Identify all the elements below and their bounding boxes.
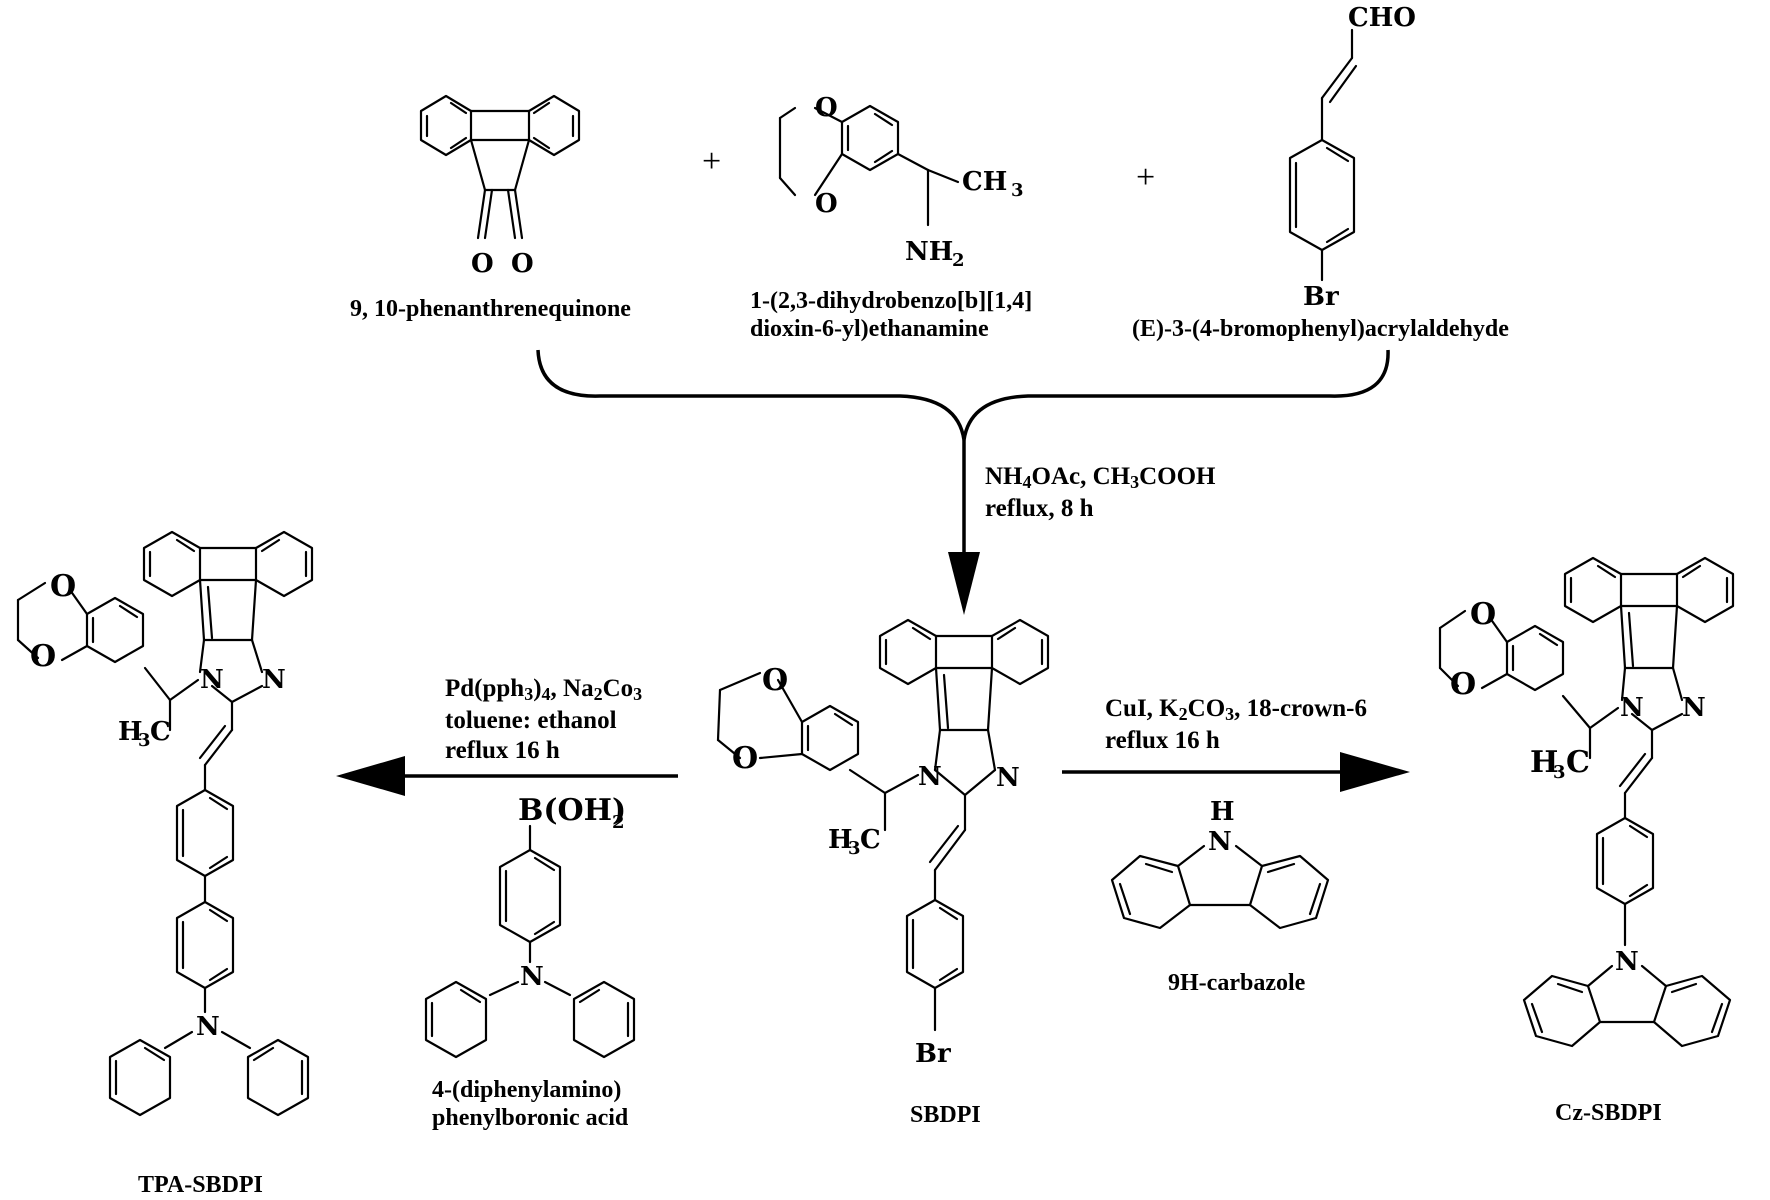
step1-conditions-line1: NH4OAc, CH3COOH — [985, 463, 1216, 492]
plus-sign: + — [702, 143, 721, 180]
step1-conditions-line2: reflux, 8 h — [985, 495, 1094, 522]
atom-subscript: 2 — [952, 250, 965, 271]
atom-o: O — [511, 249, 534, 279]
atom-o: O — [1450, 667, 1476, 702]
atom-c: C — [1566, 745, 1590, 780]
atom-subscript: 3 — [1011, 180, 1024, 201]
atom-subscript: 3 — [138, 730, 151, 751]
atom-c: C — [150, 717, 171, 747]
atom-n: N — [1682, 693, 1706, 723]
carbazole-label: 9H-carbazole — [1168, 970, 1306, 996]
reagent2-label-line1: 1-(2,3-dihydrobenzo[b][1,4] — [750, 288, 1032, 314]
boronic-label-line1: 4-(diphenylamino) — [432, 1077, 621, 1103]
atom-o: O — [30, 639, 56, 674]
atom-n: N — [200, 665, 224, 695]
sbdpi-label: SBDPI — [910, 1102, 981, 1128]
bromophenyl-acrylaldehyde-structure: CHO Br — [1288, 3, 1416, 312]
reagent3-label: (E)-3-(4-bromophenyl)acrylaldehyde — [1132, 316, 1509, 342]
atom-n: N — [262, 665, 286, 695]
atom-ch: CH — [962, 167, 1007, 197]
atom-br: Br — [1303, 282, 1339, 312]
boronic-label-line2: phenylboronic acid — [432, 1105, 629, 1131]
cz-sbdpi-label: Cz-SBDPI — [1555, 1100, 1662, 1126]
step1-arrow-head — [948, 552, 980, 615]
atom-boh: B(OH) — [518, 793, 626, 828]
reagent1-label: 9, 10-phenanthrenequinone — [350, 296, 631, 322]
atom-o: O — [1470, 597, 1496, 632]
plus-sign: + — [1136, 159, 1155, 196]
atom-o: O — [732, 741, 758, 776]
ullmann-conditions-line2: reflux 16 h — [1105, 727, 1220, 754]
atom-h: H — [828, 825, 853, 855]
atom-n: N — [196, 1012, 220, 1042]
atom-subscript: 3 — [1553, 762, 1566, 783]
atom-nh: NH — [905, 237, 953, 267]
atom-n: N — [520, 962, 544, 992]
atom-o: O — [815, 93, 838, 123]
atom-c: C — [860, 825, 881, 855]
atom-o: O — [762, 663, 788, 698]
atom-n: N — [1620, 693, 1644, 723]
tpa-sbdpi-label: TPA-SBDPI — [138, 1172, 263, 1198]
atom-n: N — [1208, 827, 1232, 857]
reagent2-label-line2: dioxin-6-yl)ethanamine — [750, 316, 989, 342]
atom-h: H — [1530, 745, 1558, 780]
suzuki-conditions-line2: toluene: ethanol — [445, 707, 617, 734]
ullmann-conditions-line1: CuI, K2CO3, 18-crown-6 — [1105, 695, 1367, 724]
atom-h: H — [1210, 797, 1235, 827]
suzuki-conditions-line1: Pd(pph3)4, Na2Co3 — [445, 675, 642, 704]
atom-h: H — [118, 717, 143, 747]
suzuki-conditions-line3: reflux 16 h — [445, 737, 560, 764]
atom-subscript: 3 — [848, 838, 861, 859]
atom-o: O — [471, 249, 494, 279]
carbazole-structure: H N — [1110, 797, 1330, 930]
atom-n: N — [1615, 947, 1639, 977]
atom-cho: CHO — [1348, 3, 1416, 33]
sbdpi-structure: N N O O H 3 C Br — [716, 618, 1050, 1069]
atom-subscript: 2 — [612, 812, 625, 833]
ullmann-arrow-head — [1340, 752, 1410, 792]
atom-br: Br — [915, 1039, 951, 1069]
combine-brace — [536, 349, 1390, 441]
tpa-sbdpi-structure: N N O O H 3 C N — [16, 530, 314, 1117]
suzuki-arrow-head — [336, 756, 405, 796]
atom-n: N — [996, 763, 1020, 793]
atom-o: O — [50, 569, 76, 604]
atom-n: N — [918, 762, 942, 792]
diphenylaminophenylboronic-acid-structure: B(OH) 2 N — [424, 793, 636, 1059]
cz-sbdpi-structure: N N O O H 3 C N — [1438, 556, 1735, 1048]
phenanthrenequinone-structure: O O — [419, 94, 581, 279]
dioxin-ethanamine-structure: O O CH 3 NH 2 — [778, 93, 1024, 271]
atom-o: O — [815, 189, 838, 219]
